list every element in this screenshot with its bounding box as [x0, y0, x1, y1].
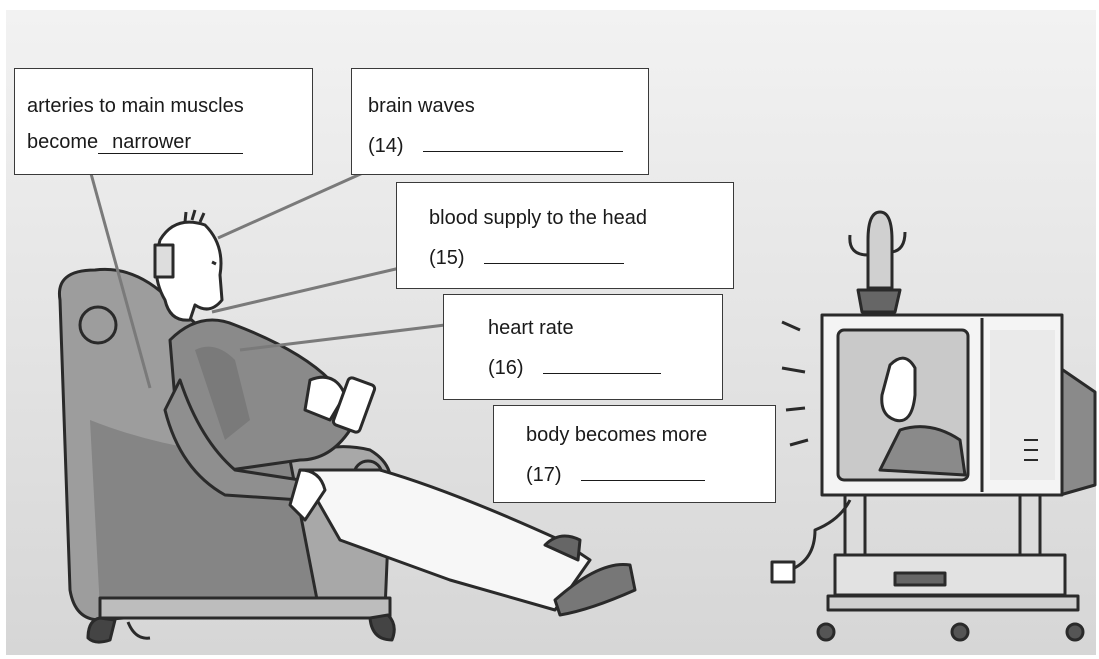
- label-blood-supply-text: blood supply to the head: [429, 207, 647, 230]
- label-body-answer-line: (17): [526, 460, 705, 487]
- answer-field-arteries: narrower: [98, 131, 243, 154]
- label-brain-waves-answer-line: (14): [368, 131, 623, 158]
- label-brain-waves: brain waves (14): [351, 68, 649, 175]
- question-number-17: (17): [526, 464, 562, 486]
- label-arteries-prefix: become: [27, 131, 98, 153]
- question-number-16: (16): [488, 357, 524, 379]
- answer-blank-15[interactable]: [484, 243, 624, 264]
- label-body-text: body becomes more: [526, 424, 707, 447]
- label-arteries-text: arteries to main muscles: [27, 95, 244, 118]
- answer-blank-16[interactable]: [543, 353, 661, 374]
- answer-blank-14[interactable]: [423, 131, 623, 152]
- label-heart-rate-answer-line: (16): [488, 353, 661, 380]
- label-blood-supply-answer-line: (15): [429, 243, 624, 270]
- label-heart-rate: heart rate (16): [443, 294, 723, 400]
- question-number-15: (15): [429, 247, 465, 269]
- question-number-14: (14): [368, 135, 404, 157]
- label-body-becomes-more: body becomes more (17): [493, 405, 776, 503]
- answer-blank-17[interactable]: [581, 460, 705, 481]
- label-blood-supply: blood supply to the head (15): [396, 182, 734, 289]
- label-heart-rate-text: heart rate: [488, 317, 574, 340]
- label-brain-waves-text: brain waves: [368, 95, 475, 118]
